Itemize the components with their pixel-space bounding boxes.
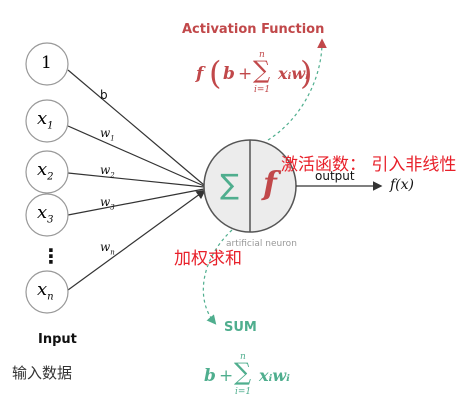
input-xn-var: x (37, 279, 48, 300)
input-label-x3: x3 (37, 202, 54, 226)
input-x1-sub: 1 (47, 120, 54, 132)
input-label-1: 1 (41, 53, 52, 73)
activation-plus: + (238, 64, 253, 84)
weight-label-b: b (100, 88, 108, 102)
activation-f: f (196, 64, 204, 84)
input-node-xn (25, 270, 69, 314)
sum-term: xᵢwᵢ (259, 366, 290, 385)
input-node-x1 (25, 99, 69, 143)
weight-w3-var: w (100, 195, 111, 209)
input-nodes (25, 42, 69, 314)
input-x2-var: x (37, 159, 48, 180)
input-x1-var: x (37, 108, 48, 129)
sum-plus: + (219, 366, 234, 386)
input-x3-sub: 3 (47, 214, 54, 226)
input-x2-sub: 2 (47, 171, 54, 183)
activation-term: xᵢwᵢ (278, 64, 309, 83)
weight-w3-sub: 3 (110, 203, 115, 212)
activation-title: Activation Function (182, 22, 325, 37)
sum-note: 加权求和 (174, 249, 242, 269)
input-title-cn: 输入数据 (12, 364, 73, 382)
sum-arrow (202, 229, 233, 325)
weight-wn-sub: n (110, 248, 115, 257)
input-x3-var: x (37, 202, 48, 223)
connection-x3 (67, 188, 205, 216)
output-value: f(x) (390, 177, 415, 193)
neuron (203, 139, 297, 233)
input-node-x2 (25, 150, 69, 194)
connection-x1 (67, 125, 205, 187)
input-label-x2: x2 (37, 159, 54, 183)
input-title: Input (38, 332, 77, 347)
neuron-sum-symbol: ∑ (220, 168, 239, 201)
activation-note: 激活函数： 引入非线性 (281, 155, 457, 175)
output-label: output (315, 169, 355, 183)
connection-xn (67, 189, 206, 291)
weight-label-w3: w3 (100, 195, 115, 211)
weight-label-w2: w2 (100, 163, 115, 179)
sum-title: SUM (224, 320, 257, 335)
input-ellipsis: ⋮ (41, 244, 61, 268)
activation-b: b (223, 64, 235, 84)
connection-x2 (67, 172, 205, 188)
activation-paren-close: ) (300, 54, 313, 92)
sum-b: b (204, 366, 216, 386)
activation-sum-bottom: i=1 (254, 85, 271, 95)
weight-wn-var: w (100, 240, 111, 254)
input-node-1 (25, 42, 69, 86)
weight-label-wn: wn (100, 240, 115, 256)
sum-sum-sign: ∑ (234, 358, 252, 386)
weight-w1-sub: 1 (110, 134, 115, 143)
input-label-x1: x1 (37, 108, 54, 132)
weight-label-w1: w1 (100, 126, 115, 142)
sum-sum-top: n (240, 352, 246, 362)
sum-sum-bottom: i=1 (235, 387, 252, 397)
neuron-caption: artificial neuron (226, 239, 297, 249)
activation-arrow (267, 38, 327, 141)
weight-w2-var: w (100, 163, 111, 177)
input-label-xn: xn (37, 279, 54, 303)
neuron-func-symbol: f (263, 164, 277, 202)
weight-w2-sub: 2 (110, 171, 115, 180)
input-xn-sub: n (47, 291, 54, 303)
activation-paren-open: ( (209, 54, 222, 92)
activation-sum-top: n (259, 50, 265, 60)
connection-1 (67, 69, 205, 186)
activation-sum-sign: ∑ (253, 56, 271, 84)
weight-w1-var: w (100, 126, 111, 140)
input-connections (67, 69, 206, 291)
input-node-x3 (25, 193, 69, 237)
